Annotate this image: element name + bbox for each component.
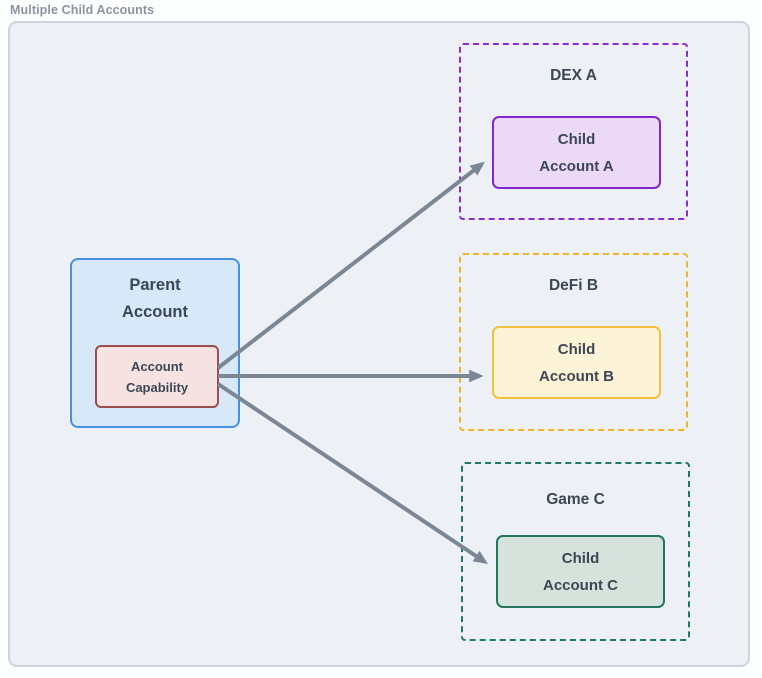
child-account-c-box: Child Account C	[496, 535, 665, 608]
app-group-game-c: Game C Child Account C	[461, 462, 690, 641]
account-capability-label: Account Capability	[125, 358, 189, 395]
parent-account-box: Parent Account Account Capability	[70, 258, 240, 428]
child-account-b-label: Child Account B	[539, 340, 614, 385]
app-group-dex-a: DEX A Child Account A	[459, 43, 688, 220]
app-group-dex-a-label: DEX A	[550, 67, 597, 84]
account-capability-box: Account Capability	[95, 345, 219, 408]
child-account-b-box: Child Account B	[492, 326, 661, 399]
child-account-c-label: Child Account C	[543, 549, 618, 594]
app-group-defi-b: DeFi B Child Account B	[459, 253, 688, 431]
parent-account-label: Parent Account	[122, 276, 188, 321]
diagram-title: Multiple Child Accounts	[10, 3, 155, 17]
app-group-defi-b-label: DeFi B	[548, 277, 599, 294]
child-account-a-label: Child Account A	[539, 130, 614, 175]
app-group-game-c-label: Game C	[546, 491, 605, 508]
child-account-a-box: Child Account A	[492, 116, 661, 189]
